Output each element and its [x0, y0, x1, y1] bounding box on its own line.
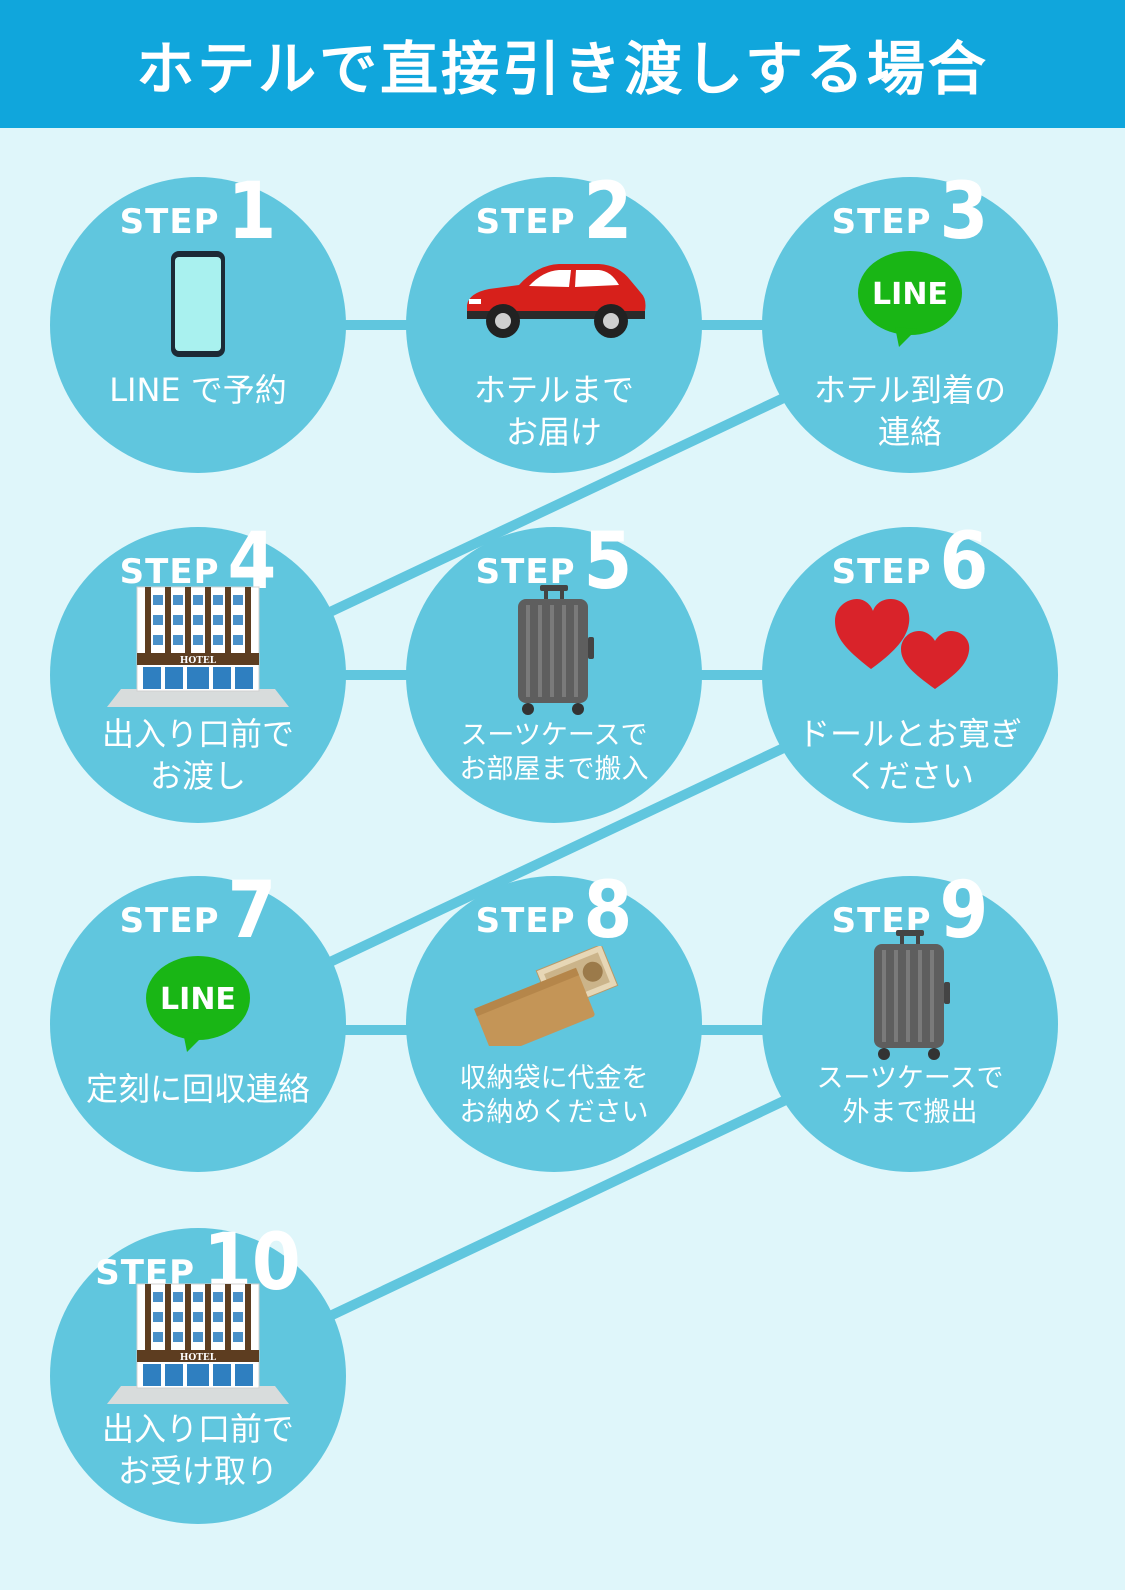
- step-number: 8: [583, 866, 633, 956]
- step-number: 6: [939, 517, 989, 607]
- step-label: STEP: [475, 202, 576, 242]
- money-envelope-icon: [469, 943, 639, 1057]
- suitcase-icon: [868, 928, 952, 1066]
- hotel-sign-text: HOTEL: [180, 1353, 217, 1363]
- step-caption: 収納袋に代金を お納めください: [459, 1063, 649, 1128]
- connector-3-4: [325, 390, 795, 617]
- step-8: STEP 8 収納袋に代金を お納めください: [406, 872, 702, 1172]
- step-label: STEP: [119, 202, 220, 242]
- step-number: 2: [583, 167, 633, 257]
- step-label: STEP: [831, 202, 932, 242]
- step-label: STEP: [119, 901, 220, 941]
- step-9: STEP 9 スーツケースで 外まで搬出: [762, 872, 1058, 1172]
- step-2: STEP 2 ホテルまで お届け: [406, 173, 702, 473]
- step-7: STEP 7 LINE 定刻に回収連絡: [50, 872, 346, 1172]
- hotel-icon: HOTEL: [103, 1282, 293, 1410]
- step-caption: ホテル到着の 連絡: [813, 371, 1006, 451]
- step-number: 5: [583, 517, 633, 607]
- step-heading: STEP 7: [50, 858, 346, 950]
- step-heading: STEP 9: [762, 858, 1058, 950]
- step-number: 7: [227, 866, 277, 956]
- line-app-icon: LINE: [855, 249, 965, 353]
- step-3: STEP 3 LINE ホテル到着の 連絡: [762, 173, 1058, 473]
- step-caption: スーツケースで 外まで搬出: [816, 1063, 1004, 1128]
- step-caption: 出入り口前で お受け取り: [101, 1410, 294, 1490]
- step-10: STEP 10 HOTEL 出入り口前で お受け取り: [50, 1224, 346, 1524]
- step-caption: LINE で予約: [109, 371, 287, 409]
- hotel-icon: HOTEL: [103, 585, 293, 713]
- step-label: STEP: [475, 901, 576, 941]
- step-5: STEP 5 スーツケースで お部屋まで搬入: [406, 523, 702, 823]
- step-6: STEP 6 ドールとお寛ぎ ください: [762, 523, 1058, 823]
- step-4: STEP 4 HOTEL 出入り口前で お渡し: [50, 523, 346, 823]
- step-heading: STEP 6: [762, 509, 1058, 601]
- car-icon: [459, 259, 649, 343]
- step-caption: 定刻に回収連絡: [85, 1070, 310, 1108]
- connector-9-10: [325, 1093, 795, 1321]
- step-label: STEP: [475, 552, 576, 592]
- step-heading: STEP 8: [406, 858, 702, 950]
- step-heading: STEP 3: [762, 159, 1058, 251]
- line-logo-text: LINE: [872, 277, 948, 312]
- step-heading: STEP 2: [406, 159, 702, 251]
- step-number: 9: [939, 866, 989, 956]
- page-title: ホテルで直接引き渡しする場合: [136, 35, 989, 103]
- step-number: 3: [939, 167, 989, 257]
- step-label: STEP: [119, 552, 220, 592]
- step-caption: ドールとお寛ぎ ください: [797, 715, 1022, 795]
- page-header: ホテルで直接引き渡しする場合: [0, 0, 1125, 128]
- hotel-sign-text: HOTEL: [180, 656, 217, 666]
- line-logo-text: LINE: [160, 982, 236, 1017]
- suitcase-icon: [512, 583, 596, 721]
- step-caption: 出入り口前で お渡し: [101, 715, 294, 795]
- connector-6-7: [325, 740, 795, 967]
- step-label: STEP: [831, 552, 932, 592]
- step-number: 1: [227, 167, 277, 257]
- smartphone-icon: [169, 249, 227, 363]
- step-1: STEP 1 LINE で予約: [50, 173, 346, 473]
- step-heading: STEP 1: [50, 159, 346, 251]
- line-app-icon: LINE: [143, 954, 253, 1058]
- step-heading: STEP 5: [406, 509, 702, 601]
- step-caption: スーツケースで お部屋まで搬入: [459, 720, 649, 785]
- hearts-icon: [835, 599, 985, 703]
- step-caption: ホテルまで お届け: [473, 371, 634, 451]
